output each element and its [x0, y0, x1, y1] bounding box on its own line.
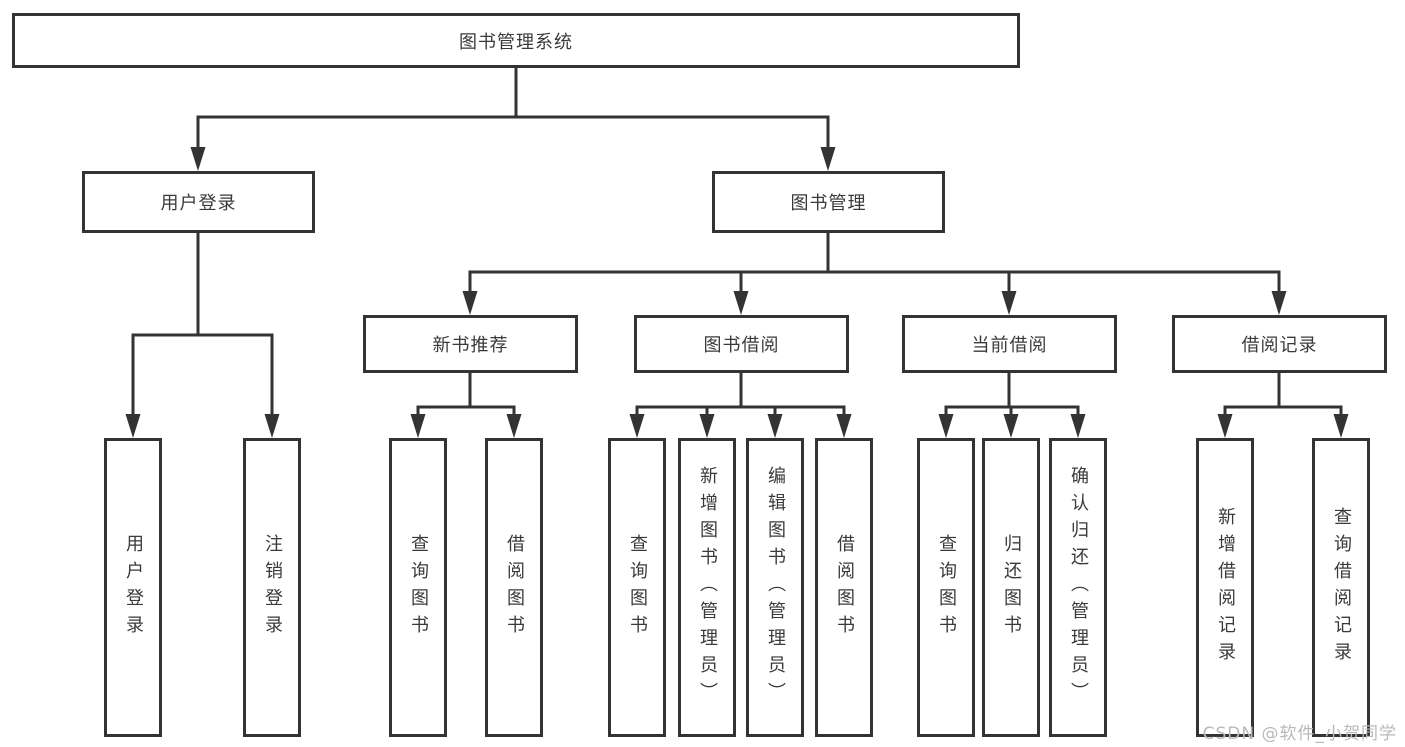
node-label: 图书管理系统 — [459, 31, 573, 53]
leaf-return-books: 归还图书 — [982, 438, 1040, 737]
node-label: 新增借阅记录 — [1215, 506, 1236, 669]
node-label: 用户登录 — [123, 533, 144, 642]
node-label: 当前借阅 — [971, 335, 1048, 356]
node-label: 查询图书 — [627, 533, 648, 642]
node-current-borrow: 当前借阅 — [902, 315, 1117, 373]
connector-book-mgmt-to-level3 — [462, 233, 1287, 315]
node-label: 图书管理 — [790, 193, 867, 214]
connector-root-to-level2 — [190, 68, 836, 171]
leaf-edit-books-admin: 编辑图书（管理员） — [746, 438, 804, 737]
leaf-logout: 注销登录 — [243, 438, 301, 737]
connector-new-book-to-leaves — [410, 373, 522, 438]
node-label: 新增图书（管理员） — [697, 466, 718, 709]
leaf-query-books-2: 查询图书 — [608, 438, 666, 737]
leaf-query-books-1: 查询图书 — [389, 438, 447, 737]
node-root-system: 图书管理系统 — [12, 13, 1020, 68]
node-label: 确认归还（管理员） — [1068, 466, 1089, 709]
node-label: 查询图书 — [936, 533, 957, 642]
node-label: 图书借阅 — [703, 335, 780, 356]
leaf-confirm-return-admin: 确认归还（管理员） — [1049, 438, 1107, 737]
node-label: 注销登录 — [262, 533, 283, 642]
connector-current-borrow-to-leaves — [938, 373, 1086, 438]
node-label: 查询图书 — [408, 533, 429, 642]
node-new-book-recommend: 新书推荐 — [363, 315, 578, 373]
node-user-login: 用户登录 — [82, 171, 315, 233]
node-borrow-record: 借阅记录 — [1172, 315, 1387, 373]
node-label: 借阅图书 — [504, 533, 525, 642]
leaf-user-login: 用户登录 — [104, 438, 162, 737]
node-label: 新书推荐 — [432, 335, 509, 356]
leaf-borrow-books-2: 借阅图书 — [815, 438, 873, 737]
node-book-management: 图书管理 — [712, 171, 945, 233]
node-label: 编辑图书（管理员） — [765, 466, 786, 709]
connector-user-login-to-leaves — [125, 233, 280, 438]
node-label: 用户登录 — [160, 193, 237, 214]
node-book-borrow: 图书借阅 — [634, 315, 849, 373]
leaf-add-books-admin: 新增图书（管理员） — [678, 438, 736, 737]
connector-book-borrow-to-leaves — [629, 373, 852, 438]
node-label: 归还图书 — [1001, 533, 1022, 642]
leaf-query-books-3: 查询图书 — [917, 438, 975, 737]
node-label: 查询借阅记录 — [1331, 506, 1352, 669]
leaf-query-borrow-record: 查询借阅记录 — [1312, 438, 1370, 737]
node-label: 借阅记录 — [1241, 335, 1318, 356]
csdn-watermark: CSDN @软件_小贺同学 — [1202, 724, 1397, 744]
connector-borrow-record-to-leaves — [1217, 373, 1349, 438]
node-label: 借阅图书 — [834, 533, 855, 642]
leaf-borrow-books-1: 借阅图书 — [485, 438, 543, 737]
leaf-add-borrow-record: 新增借阅记录 — [1196, 438, 1254, 737]
